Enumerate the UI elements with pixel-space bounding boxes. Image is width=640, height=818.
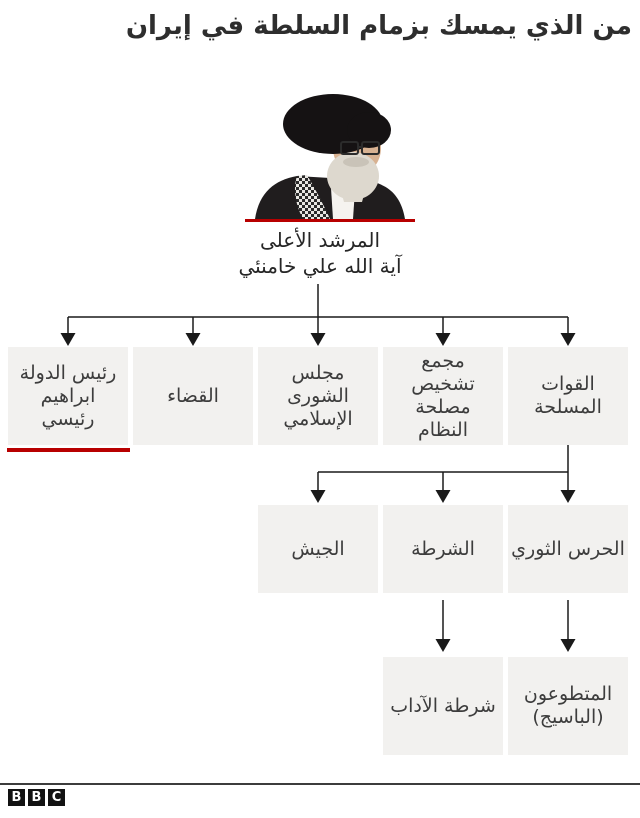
portrait-accent-underline <box>245 219 415 222</box>
bbc-logo-block-b1: B <box>8 789 25 806</box>
footer-divider <box>0 783 640 785</box>
bbc-logo: B B C <box>8 789 65 806</box>
president-accent-underline <box>7 448 130 452</box>
leader-role: المرشد الأعلى <box>259 228 381 252</box>
leader-caption: المرشد الأعلى آية الله علي خامنئي <box>160 227 480 279</box>
org-box-parliament: مجلس الشورى الإسلامي <box>258 347 378 445</box>
org-box-morality-police: شرطة الآداب <box>383 657 503 755</box>
org-box-army: الجيش <box>258 505 378 593</box>
org-box-armed-forces: القوات المسلحة <box>508 347 628 445</box>
org-box-basij: المتطوعون (الباسيج) <box>508 657 628 755</box>
bbc-logo-block-c: C <box>48 789 65 806</box>
org-box-expediency-council: مجمع تشخيص مصلحة النظام <box>383 347 503 445</box>
org-box-judiciary: القضاء <box>133 347 253 445</box>
page-title: من الذي يمسك بزمام السلطة في إيران <box>125 11 632 41</box>
org-box-president: رئيس الدولة ابراهيم رئيسي <box>8 347 128 445</box>
bbc-logo-block-b2: B <box>28 789 45 806</box>
leader-portrait-image <box>255 94 405 219</box>
org-box-revolutionary-guard: الحرس الثوري <box>508 505 628 593</box>
org-box-police: الشرطة <box>383 505 503 593</box>
leader-name: آية الله علي خامنئي <box>238 254 402 278</box>
